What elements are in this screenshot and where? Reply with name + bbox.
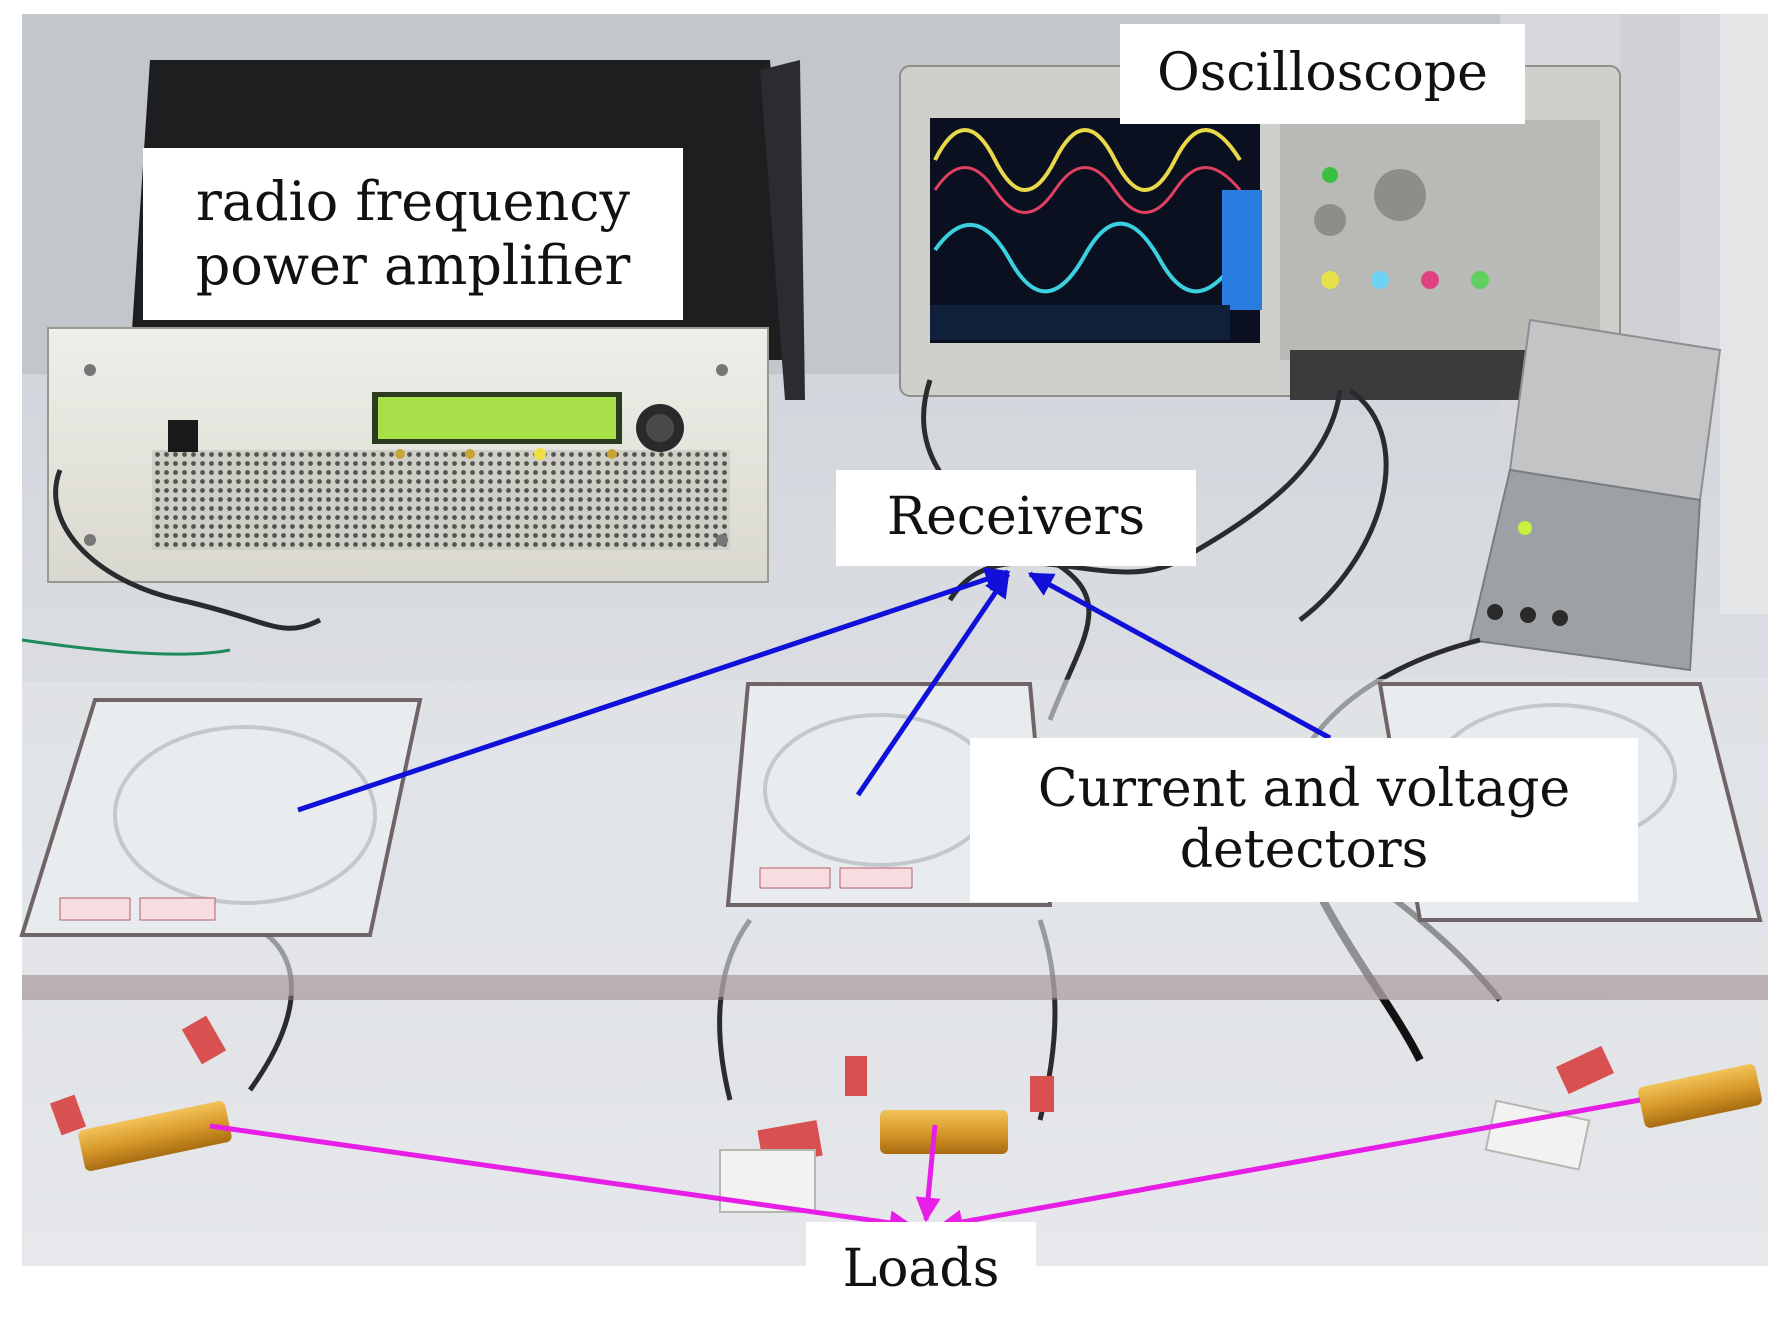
label-rf-line-2: power amplifier bbox=[195, 234, 631, 297]
load-arrow-right bbox=[937, 1097, 1641, 1235]
receiver-arrow-left bbox=[297, 567, 1011, 813]
label-receivers: Receivers bbox=[836, 470, 1196, 566]
label-detectors-line-1: Current and voltage bbox=[1037, 758, 1571, 819]
detector-box-device bbox=[1468, 318, 1722, 672]
label-receivers-text: Receivers bbox=[886, 487, 1146, 548]
label-loads-text: Loads bbox=[842, 1239, 1000, 1300]
power-switch-icon bbox=[168, 420, 198, 452]
label-rf-line-1: radio frequency bbox=[195, 170, 631, 234]
label-oscilloscope-text: Oscilloscope bbox=[1157, 43, 1488, 104]
label-detectors-line-2: detectors bbox=[1179, 820, 1429, 880]
receiver-arrow-right bbox=[1027, 571, 1332, 741]
load-arrow-middle bbox=[915, 1124, 941, 1223]
receiver-arrows bbox=[297, 567, 1332, 813]
load-arrows bbox=[209, 1097, 1641, 1236]
receiver-arrow-middle bbox=[855, 571, 1011, 797]
label-oscilloscope: Oscilloscope bbox=[1120, 24, 1525, 124]
label-current-voltage-detectors: Current and voltage detectors bbox=[970, 738, 1638, 902]
rf-amplifier-device bbox=[47, 60, 805, 583]
load-arrow-left bbox=[209, 1123, 915, 1236]
indicator-led-icon bbox=[1518, 521, 1532, 535]
label-loads: Loads bbox=[806, 1222, 1036, 1318]
label-rf-power-amplifier: radio frequency power amplifier bbox=[143, 148, 683, 320]
